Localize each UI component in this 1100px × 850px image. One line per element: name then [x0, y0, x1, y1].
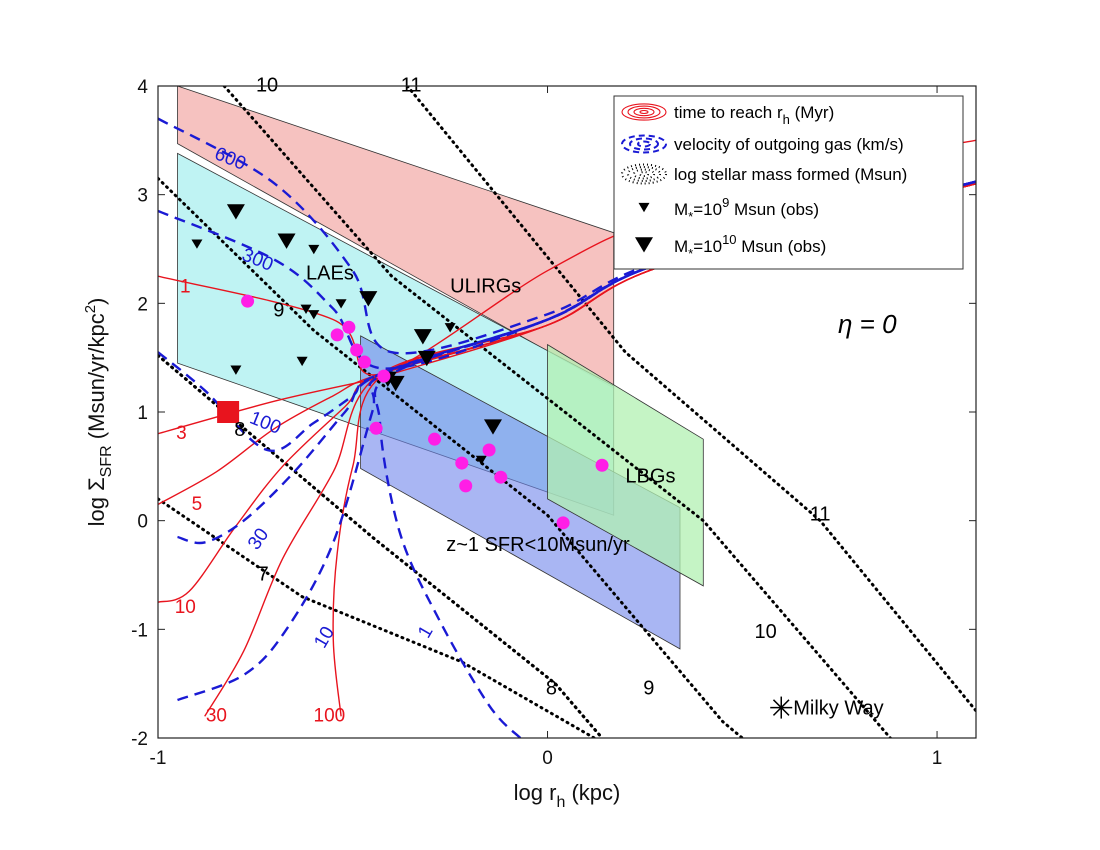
point-s1-1 [277, 233, 296, 249]
point-s2-8 [455, 456, 469, 470]
legend-entry-3: M*=109 Msun (obs) [674, 195, 819, 224]
y-axis-label: log ΣSFR (Msun/yr/kpc2) [82, 298, 115, 527]
mass-line-label-6: 10 [755, 621, 777, 643]
time-curve-label-5: 100 [314, 706, 346, 727]
velocity-curve-1 [158, 180, 976, 370]
mass-line-label-1: 8 [234, 419, 245, 441]
point-s1-6 [483, 419, 502, 435]
point-s3-0 [217, 401, 240, 423]
region-label-LAEs: LAEs [306, 262, 354, 284]
legend-symbol-velocity [629, 137, 659, 151]
point-s2-6 [369, 421, 383, 435]
x-tick-label-1: 0 [542, 748, 553, 769]
point-s4-0 [770, 696, 793, 719]
y-tick-label-2: 0 [137, 512, 148, 533]
point-s0-4 [335, 299, 347, 309]
mass-line-2 [158, 354, 604, 738]
point-s2-12 [556, 516, 570, 530]
time-curve-label-1: 3 [176, 423, 187, 444]
legend-symbol-small-triangle [638, 202, 650, 213]
y-tick-label-0: -2 [131, 729, 148, 750]
y-tick-label-3: 1 [137, 403, 148, 424]
point-s0-8 [191, 239, 203, 249]
asterisk-arm [772, 699, 790, 716]
point-s2-9 [459, 479, 473, 493]
legend-symbol-time [627, 105, 661, 119]
legend-entry-4: M*=1010 Msun (obs) [674, 232, 826, 261]
mass-line-5 [222, 86, 892, 738]
time-curve-label-0: 1 [180, 276, 191, 297]
point-s0-6 [444, 323, 456, 333]
region-label-ULIRGs: ULIRGs [450, 275, 521, 297]
mass-line-label-2: 8 [546, 678, 557, 700]
legend-symbol-big-triangle [635, 237, 653, 253]
point-s2-4 [357, 355, 371, 369]
legend-symbol-mass [621, 163, 667, 185]
point-s0-0 [230, 365, 242, 375]
region-label-z1: z~1 SFR<10Msun/yr [446, 534, 630, 556]
legend-symbol-mass [633, 168, 655, 180]
legend-box [613, 95, 964, 270]
point-s2-1 [330, 328, 344, 342]
point-s0-2 [308, 310, 320, 320]
point-s0-3 [308, 244, 320, 255]
mass-line-3 [158, 176, 744, 738]
mass-line-0 [158, 497, 596, 738]
point-s1-4 [417, 350, 436, 367]
point-s1-3 [413, 329, 432, 345]
legend-symbol-velocity [637, 140, 651, 148]
legend: time to reach rh (Myr) velocity of outgoi… [613, 95, 964, 270]
x-tick-label-0: -1 [150, 748, 167, 769]
mass-line-label-4: 9 [643, 678, 654, 700]
velocity-curve-3 [177, 180, 976, 545]
legend-symbol-time [621, 103, 667, 121]
mass-line-label-8: 11 [810, 504, 831, 526]
region-LBGs [547, 343, 704, 587]
y-tick-label-6: 4 [137, 77, 148, 98]
point-s2-5 [377, 369, 391, 383]
legend-entry-1: velocity of outgoing gas (km/s) [674, 135, 904, 154]
y-tick-label-4: 2 [137, 294, 148, 315]
x-tick-label-2: 1 [932, 748, 943, 769]
point-s2-0 [241, 294, 255, 308]
points-layer [191, 204, 793, 719]
legend-symbol-mass [639, 171, 649, 177]
velocity-curve-5 [373, 180, 976, 738]
milky-way-label: Milky Way [793, 698, 883, 720]
point-s0-1 [300, 304, 312, 314]
legend-symbol-velocity [621, 134, 667, 154]
mass-line-label-0: 7 [258, 563, 269, 585]
legend-symbol-time [639, 109, 649, 115]
time-curve-label-2: 5 [192, 494, 203, 515]
point-s1-0 [226, 204, 245, 220]
point-s2-2 [342, 320, 356, 334]
legend-symbol-time [633, 107, 655, 117]
y-tick-label-1: -1 [131, 620, 148, 641]
point-s0-5 [296, 356, 308, 367]
time-curve-label-4: 30 [206, 706, 227, 727]
point-s1-2 [359, 291, 378, 307]
region-label-LBGs: LBGs [625, 466, 675, 488]
time-curve-label-3: 10 [175, 597, 196, 618]
point-s2-10 [482, 443, 496, 457]
x-axis-label: log rh (kpc) [514, 780, 621, 811]
point-s2-11 [494, 470, 508, 484]
point-s2-3 [350, 343, 364, 357]
mass-line-7 [405, 86, 976, 713]
mass-line-label-3: 9 [273, 299, 284, 321]
y-tick-label-5: 3 [137, 186, 148, 207]
point-s2-13 [595, 458, 609, 472]
legend-symbol-mass [627, 166, 661, 182]
point-s1-7 [386, 375, 405, 392]
legend-entry-0: time to reach rh (Myr) [674, 103, 834, 127]
legend-entry-2: log stellar mass formed (Msun) [674, 165, 907, 184]
point-s2-7 [428, 432, 442, 446]
point-s0-7 [475, 455, 487, 466]
eta-annotation: η = 0 [838, 309, 897, 339]
